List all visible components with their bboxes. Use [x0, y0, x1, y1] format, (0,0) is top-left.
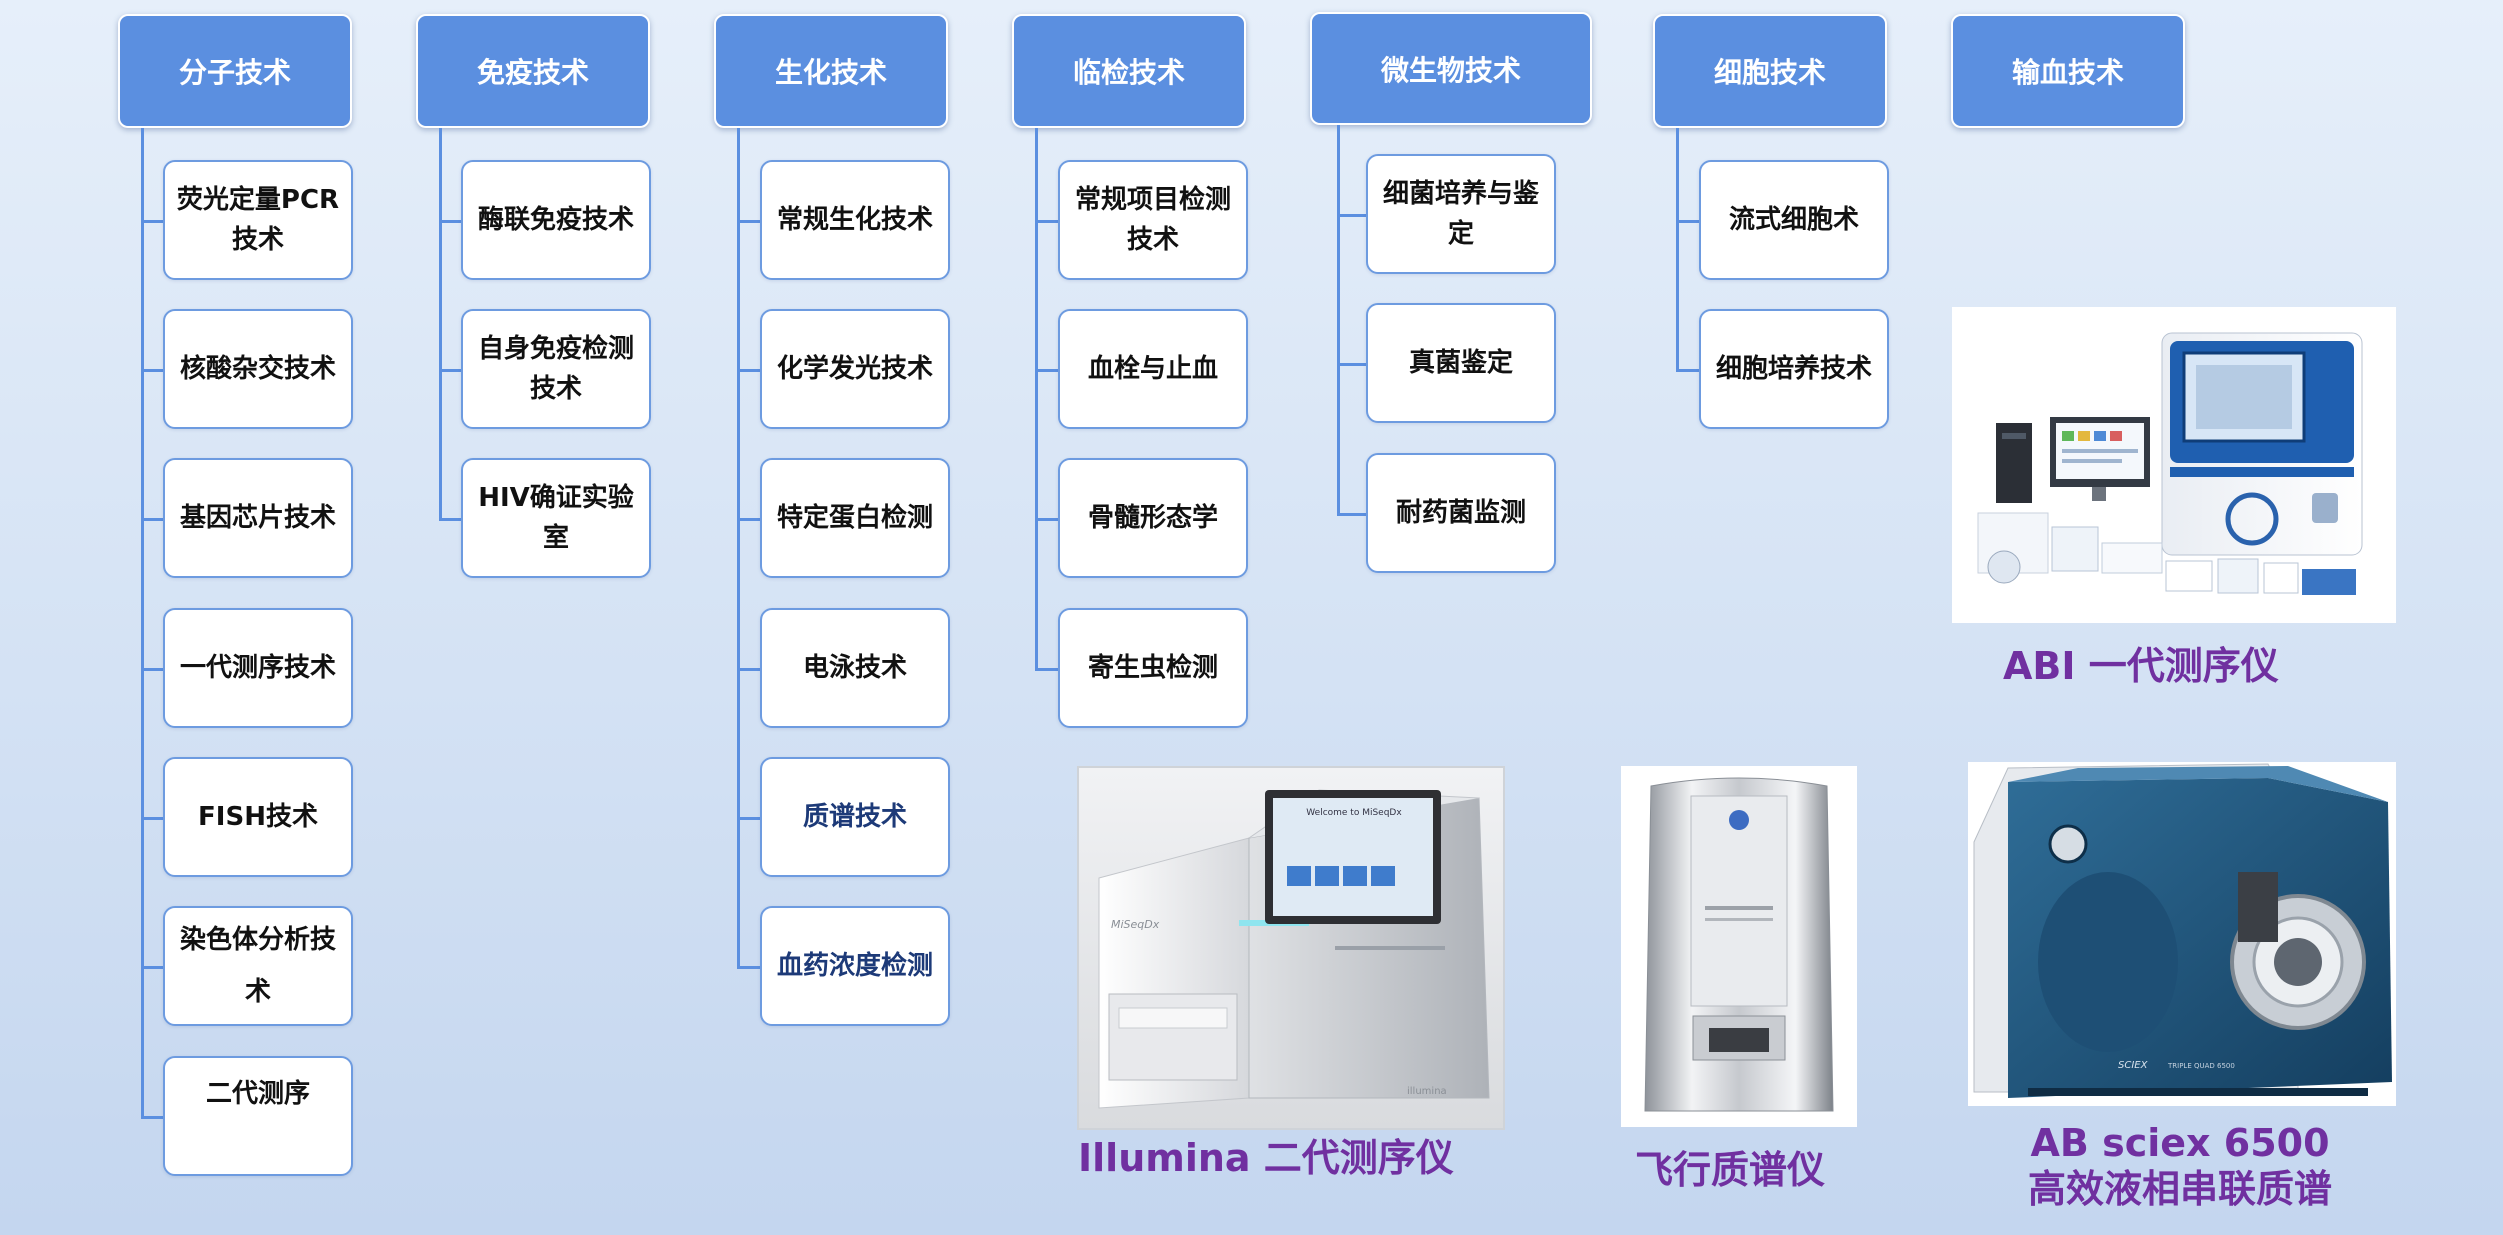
tech-box-specific-protein: 特定蛋白检测 [760, 458, 950, 578]
tree-branch [141, 220, 164, 223]
illumina-screen-title: Welcome to MiSeqDx [1306, 808, 1402, 818]
tech-box-hiv-lab: HIV确证实验室 [461, 458, 651, 578]
tech-box-qpcr: 荧光定量PCR技术 [163, 160, 353, 280]
tree-line-molecular [141, 128, 144, 1118]
illumina-caption: Illumina 二代测序仪 [1078, 1136, 1454, 1180]
tech-box-routine-items: 常规项目检测技术 [1058, 160, 1248, 280]
sciex-model-label: TRIPLE QUAD 6500 [2168, 1062, 2235, 1070]
header-clinical: 临检技术 [1012, 14, 1246, 128]
tree-branch [141, 668, 164, 671]
tree-branch [737, 817, 760, 820]
tech-box-hybridization: 核酸杂交技术 [163, 309, 353, 429]
tech-box-fish: FISH技术 [163, 757, 353, 877]
tree-line-biochem [737, 128, 740, 968]
header-molecular: 分子技术 [118, 14, 352, 128]
tech-box-bone-marrow: 骨髓形态学 [1058, 458, 1248, 578]
tech-box-thrombosis: 血栓与止血 [1058, 309, 1248, 429]
tree-branch [141, 369, 164, 372]
tree-branch [439, 369, 462, 372]
tree-branch [737, 369, 760, 372]
tech-box-bacteria-culture: 细菌培养与鉴定 [1366, 154, 1556, 274]
tech-box-electrophoresis: 电泳技术 [760, 608, 950, 728]
tree-branch [1337, 363, 1367, 366]
header-transfusion: 输血技术 [1951, 14, 2185, 128]
tree-branch [1035, 369, 1058, 372]
tree-branch [1337, 513, 1367, 516]
tech-box-ngs: 二代测序 [163, 1056, 353, 1176]
tech-box-drug-level: 血药浓度检测 [760, 906, 950, 1026]
tech-box-cell-culture: 细胞培养技术 [1699, 309, 1889, 429]
tree-line-micro [1337, 125, 1340, 515]
illumina-sequencer-illustration [1098, 789, 1490, 1109]
tof-mass-spec-photo [1621, 766, 1857, 1127]
tree-branch [141, 518, 164, 521]
tech-box-routine-biochem: 常规生化技术 [760, 160, 950, 280]
tech-box-flow-cytometry: 流式细胞术 [1699, 160, 1889, 280]
illumina-maker-label: illumina [1407, 1086, 1447, 1097]
tech-box-fungus: 真菌鉴定 [1366, 303, 1556, 423]
tech-box-elisa: 酶联免疫技术 [461, 160, 651, 280]
tree-branch [1676, 220, 1699, 223]
sciex-brand-label: SCIEX [2118, 1060, 2148, 1071]
tree-branch [439, 518, 462, 521]
header-micro: 微生物技术 [1310, 12, 1592, 125]
tech-box-autoimmune: 自身免疫检测技术 [461, 309, 651, 429]
sciex-6500-photo: SCIEX TRIPLE QUAD 6500 [1968, 762, 2396, 1106]
sciex-6500-illustration [1973, 763, 2392, 1098]
abi-sequencer-illustration [1977, 332, 2363, 595]
tech-box-resistant-bacteria: 耐药菌监测 [1366, 453, 1556, 573]
tech-box-sanger: 一代测序技术 [163, 608, 353, 728]
sciex-caption-line1: AB sciex 6500 [2030, 1121, 2330, 1165]
tree-branch [439, 220, 462, 223]
tree-line-immune [439, 128, 442, 520]
tree-branch [1035, 220, 1058, 223]
tof-mass-spec-illustration [1644, 777, 1834, 1112]
header-cell: 细胞技术 [1653, 14, 1887, 128]
illumina-sequencer-photo: Welcome to MiSeqDx MiSeqDx illumina [1077, 766, 1505, 1130]
tree-line-cell [1676, 128, 1679, 371]
sciex-caption-line2: 高效液相串联质谱 [2027, 1167, 2332, 1211]
tree-line-clinical [1035, 128, 1038, 670]
abi-caption: ABI 一代测序仪 [2003, 644, 2279, 688]
tech-box-karyotype: 染色体分析技术 [163, 906, 353, 1026]
header-immune: 免疫技术 [416, 14, 650, 128]
tree-branch [1035, 668, 1058, 671]
tree-branch [1035, 518, 1058, 521]
tree-branch [1676, 369, 1699, 372]
tree-branch [141, 817, 164, 820]
tree-branch [737, 966, 760, 969]
header-biochem: 生化技术 [714, 14, 948, 128]
tech-box-mass-spec: 质谱技术 [760, 757, 950, 877]
tree-branch [141, 966, 164, 969]
tree-branch [737, 518, 760, 521]
illumina-brand-label: MiSeqDx [1111, 918, 1160, 931]
tech-box-chemiluminescence: 化学发光技术 [760, 309, 950, 429]
abi-sequencer-photo [1952, 307, 2396, 623]
tree-branch [737, 668, 760, 671]
tree-branch [737, 220, 760, 223]
tof-caption: 飞行质谱仪 [1635, 1148, 1826, 1192]
tech-box-gene-chip: 基因芯片技术 [163, 458, 353, 578]
tree-branch [141, 1116, 164, 1119]
tech-box-parasite: 寄生虫检测 [1058, 608, 1248, 728]
tree-branch [1337, 214, 1367, 217]
